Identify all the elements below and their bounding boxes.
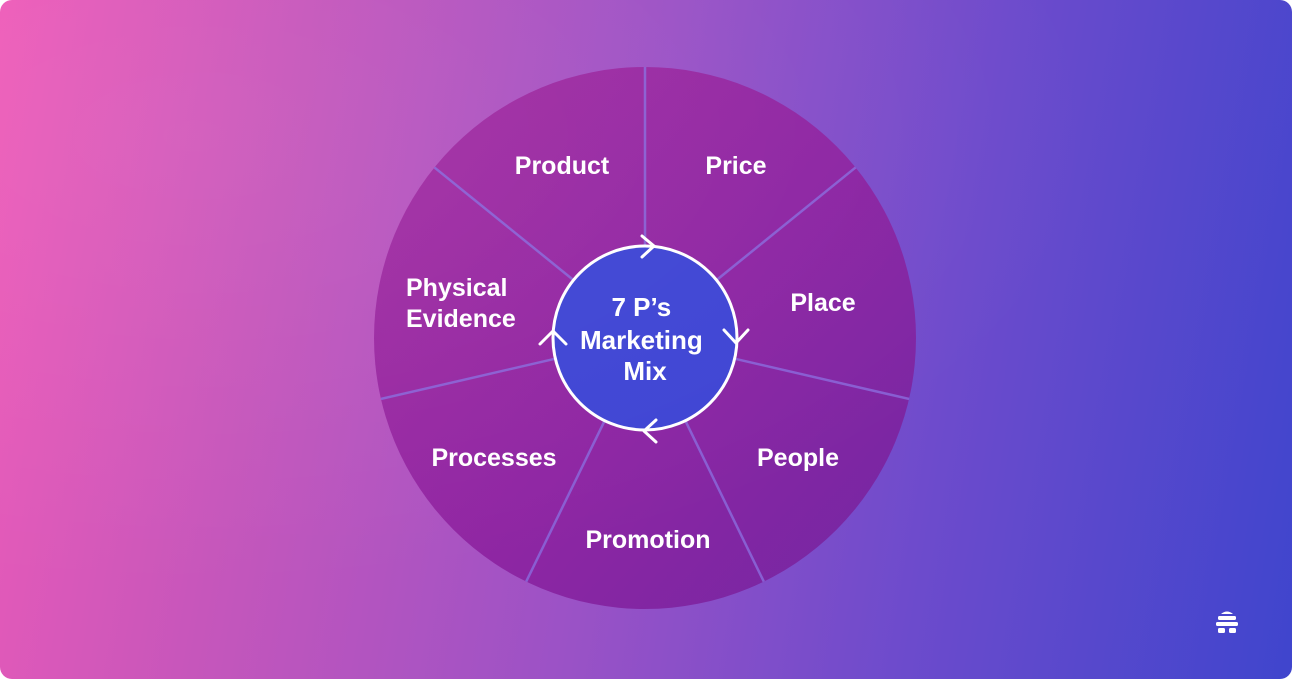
cycle-arrow-bottom-icon bbox=[642, 418, 658, 444]
center-title: 7 P’s Marketing Mix bbox=[580, 292, 710, 386]
segment-label-physical-evidence-line-1: Physical bbox=[406, 274, 507, 302]
segment-label-physical-evidence-line-2: Evidence bbox=[406, 305, 516, 333]
segment-divider bbox=[380, 357, 556, 401]
segment-divider bbox=[715, 166, 857, 282]
cycle-arrow-top-icon bbox=[640, 234, 656, 259]
segment-label-promotion: Promotion bbox=[586, 526, 711, 554]
segment-label-product: Product bbox=[515, 152, 610, 180]
segment-divider bbox=[684, 420, 765, 583]
cycle-arrow-right-icon bbox=[722, 328, 750, 345]
center-title-line-2: Marketing bbox=[580, 325, 703, 355]
segment-label-price: Price bbox=[705, 152, 766, 180]
segment-label-product-line-1: Product bbox=[515, 152, 610, 180]
segment-label-price-line-1: Price bbox=[705, 152, 766, 180]
segment-label-place: Place bbox=[790, 289, 855, 317]
segment-label-promotion-line-1: Promotion bbox=[586, 526, 711, 554]
segment-divider bbox=[525, 420, 606, 583]
center-title-line-3: Mix bbox=[623, 356, 667, 386]
segment-divider bbox=[734, 357, 910, 401]
segment-divider bbox=[433, 166, 575, 282]
beehive-logo-icon bbox=[1216, 611, 1238, 633]
segment-label-place-line-1: Place bbox=[790, 289, 855, 317]
center-title-line-1: 7 P’s bbox=[612, 292, 672, 322]
segment-label-people: People bbox=[757, 444, 839, 472]
segment-label-people-line-1: People bbox=[757, 444, 839, 472]
cycle-arrow-left-icon bbox=[538, 329, 568, 346]
segment-label-processes: Processes bbox=[431, 444, 556, 472]
segment-label-processes-line-1: Processes bbox=[431, 444, 556, 472]
